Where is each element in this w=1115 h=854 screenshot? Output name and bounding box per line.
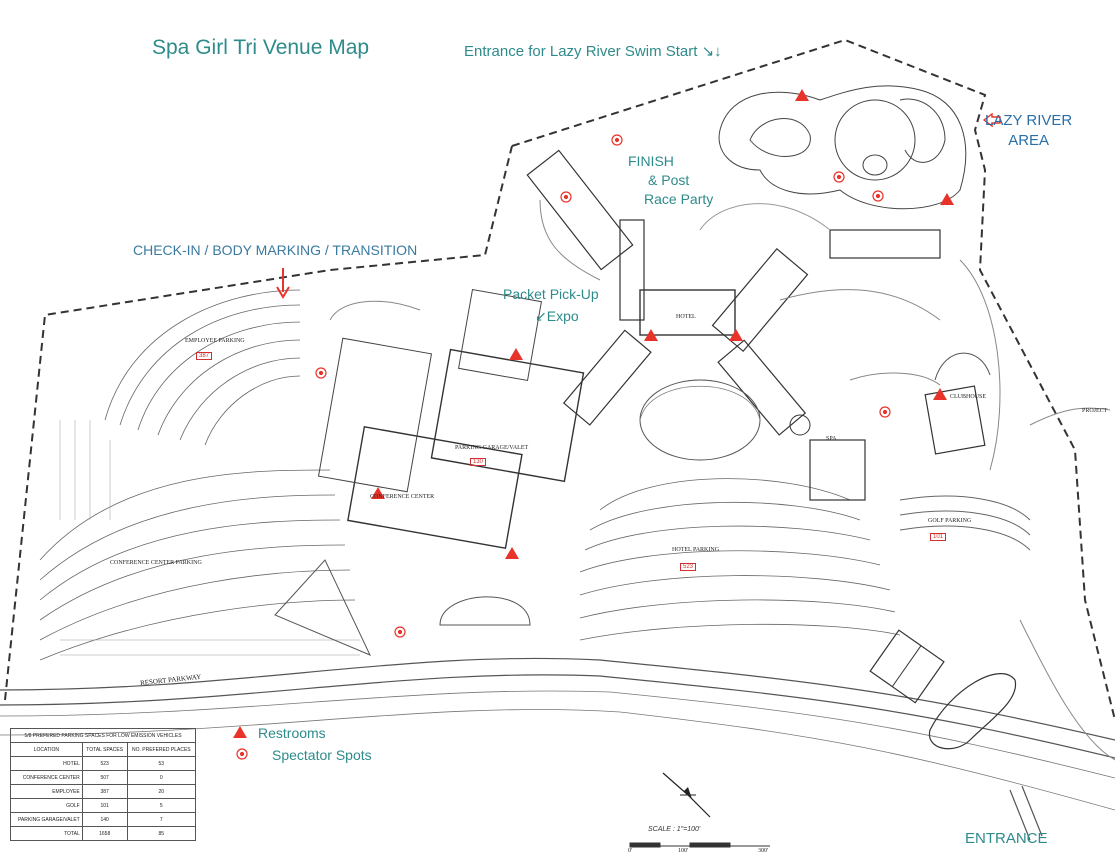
restroom-marker — [729, 329, 743, 341]
property-boundary — [4, 38, 1115, 721]
table-row: PARKING GARAGE/VALET 140 7 — [10, 812, 197, 827]
restroom-marker — [371, 487, 385, 499]
lazy-river-arrow — [982, 112, 1001, 128]
spectator-marker — [611, 134, 623, 146]
hotel-parking-lot — [579, 478, 901, 641]
employee-parking-label: EMPLOYEE PARKING — [185, 338, 245, 344]
table-header: LOCATION — [10, 742, 83, 757]
parking-table: 5/8 PREFERED PARKING SPACES FOR LOW EMIS… — [10, 728, 197, 841]
restroom-marker — [505, 547, 519, 559]
table-header: TOTAL SPACES — [81, 742, 128, 757]
spa-label: SPA — [826, 436, 837, 442]
spectator-marker — [833, 171, 845, 183]
entrance-label: ENTRANCE — [965, 830, 1048, 847]
restroom-marker — [940, 193, 954, 205]
restroom-marker — [795, 89, 809, 101]
checkin-label: CHECK-IN / BODY MARKING / TRANSITION — [133, 242, 418, 258]
hotel-building — [639, 289, 736, 336]
scale-bar — [629, 842, 770, 848]
map-title: Spa Girl Tri Venue Map — [152, 36, 370, 59]
clubhouse-label: CLUBHOUSE — [950, 394, 987, 400]
parking-tag: 387 — [196, 352, 213, 360]
table-row: EMPLOYEE 387 20 — [10, 784, 197, 799]
lazy-river-entrance-label: Entrance for Lazy River Swim Start ↘↓ — [464, 43, 722, 60]
hotel-label: HOTEL — [676, 314, 696, 320]
table-row: CONFERENCE CENTER 507 0 — [10, 770, 197, 785]
scale-label: SCALE : 1"=100' — [648, 826, 701, 833]
lazy-river-pool-area — [699, 85, 967, 231]
packet-pickup-label: Packet Pick-Up ↙Expo — [503, 286, 599, 324]
spectator-marker — [315, 367, 327, 379]
tennis-courts — [869, 629, 945, 704]
north-arrow-icon — [662, 772, 711, 818]
legend: Restrooms Spectator Spots — [228, 722, 372, 766]
table-row: TOTAL 1658 85 — [10, 826, 197, 841]
scale-tick: 100' — [678, 848, 689, 854]
spa-building — [809, 439, 866, 501]
finish-label: FINISH & Post Race Party — [628, 153, 714, 207]
hotel-parking-label: HOTEL PARKING — [672, 547, 720, 553]
scale-tick: 0' — [628, 848, 633, 854]
spectator-marker — [879, 406, 891, 418]
lazy-river-area-label: LAZY RIVER AREA — [985, 112, 1073, 149]
hotel-wings — [526, 149, 941, 436]
legend-spectator-icon — [236, 748, 248, 760]
spectator-marker — [872, 190, 884, 202]
legend-restrooms: Restrooms — [258, 725, 326, 741]
conference-parking-label: CONFERENCE CENTER PARKING — [110, 560, 202, 566]
checkin-arrow — [276, 268, 290, 299]
resort-parkway-road — [0, 657, 1115, 741]
legend-restroom-icon — [233, 726, 247, 738]
spectator-markers — [315, 134, 891, 638]
spectator-marker — [560, 191, 572, 203]
project-label: PROJECT — [1082, 408, 1108, 414]
conference-center-building — [347, 426, 523, 549]
clubhouse-building — [924, 385, 986, 455]
parking-tag: 523 — [680, 563, 697, 571]
spectator-marker — [394, 626, 406, 638]
lake — [928, 673, 1017, 750]
table-row: HOTEL 523 53 — [10, 756, 197, 771]
parking-table-caption: 5/8 PREFERED PARKING SPACES FOR LOW EMIS… — [10, 728, 196, 743]
restroom-marker — [644, 329, 658, 341]
golf-parking-label: GOLF PARKING — [928, 518, 972, 524]
parking-garage-label: PARKING GARAGE/VALET — [455, 445, 529, 451]
employee-parking-lot — [104, 289, 301, 446]
entrance-bridge — [1009, 785, 1043, 841]
table-row: GOLF 101 5 — [10, 798, 197, 813]
table-header: NO. PREFERED PLACES — [126, 742, 197, 757]
parking-tag: 101 — [930, 533, 947, 541]
restroom-marker — [509, 348, 523, 360]
conference-center-label: CONFERENCE CENTER — [370, 494, 435, 500]
legend-spectators: Spectator Spots — [272, 747, 372, 763]
restroom-markers — [371, 89, 954, 559]
parking-tag: 130 — [470, 458, 487, 466]
restroom-marker — [933, 388, 947, 400]
central-lawn — [639, 379, 761, 461]
conference-parking-lot — [39, 469, 356, 661]
scale-tick: 300' — [758, 848, 769, 854]
